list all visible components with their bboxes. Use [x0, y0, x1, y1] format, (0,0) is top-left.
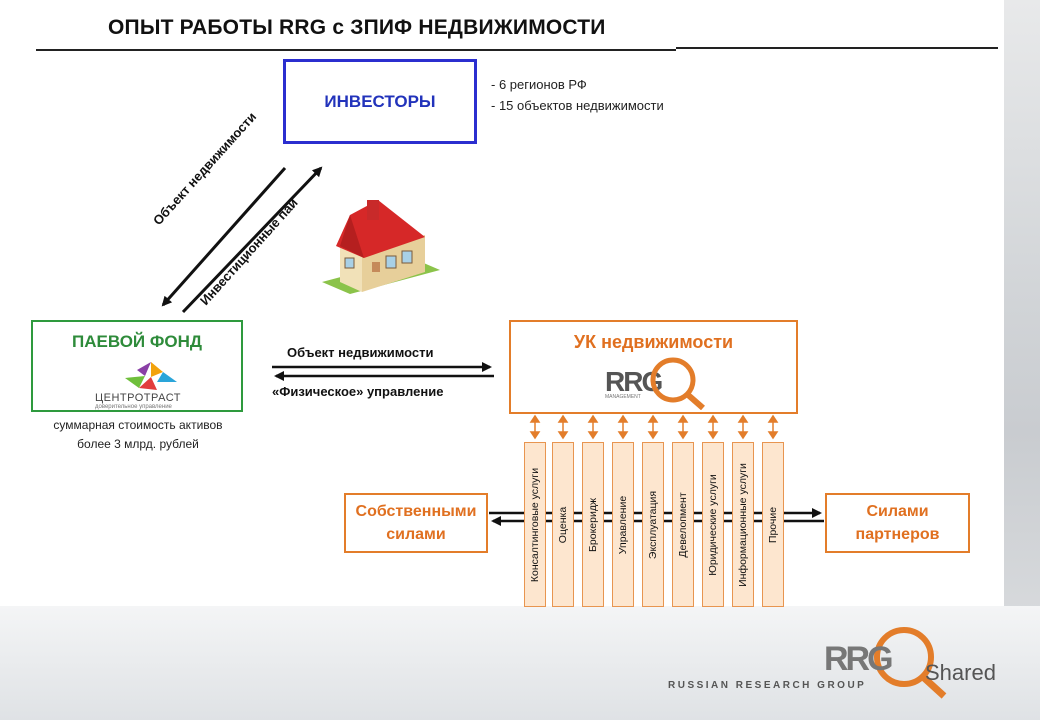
service-information: Информационные услуги — [732, 442, 754, 607]
service-label: Информационные услуги — [737, 462, 749, 587]
title-rule-right — [676, 47, 998, 49]
arrow-object-down — [161, 167, 287, 307]
label-management-left: «Физическое» управление — [272, 384, 444, 399]
service-consulting: Консалтинговые услуги — [524, 442, 546, 607]
connector-arrows — [529, 414, 779, 440]
service-label: Юридические услуги — [707, 473, 719, 576]
uk-rrg-magnifier-icon — [650, 357, 705, 410]
uk-box: УК недвижимости RRG MANAGEMENT — [509, 320, 798, 414]
house-icon — [322, 200, 440, 294]
service-label: Девелопмент — [677, 491, 689, 558]
centrotrust-logo-text: ЦЕНТРОТРАСТ — [95, 392, 182, 404]
service-legal: Юридические услуги — [702, 442, 724, 607]
service-valuation: Оценка — [552, 442, 574, 607]
footer-company: Russian Research Group — [668, 680, 867, 691]
service-label: Управление — [617, 495, 629, 554]
rrg-shared-logo-icon — [874, 627, 947, 699]
service-brokerage: Брокеридж — [582, 442, 604, 607]
uk-label: УК недвижимости — [573, 332, 734, 352]
fund-label: ПАЕВОЙ ФОНД — [72, 332, 202, 351]
service-label: Брокеридж — [587, 497, 599, 552]
investors-notes: - 6 регионов РФ - 15 объектов недвижимос… — [491, 74, 664, 116]
fund-assets-note: суммарная стоимость активов более 3 млрд… — [32, 416, 244, 454]
title-rule — [36, 49, 676, 51]
uk-rrg-logo-sub: MANAGEMENT — [605, 394, 641, 400]
note-objects: - 15 объектов недвижимости — [491, 98, 664, 113]
arrow-shares-up — [181, 166, 323, 314]
fund-box: ПАЕВОЙ ФОНД ЦЕНТРОТРАСТ доверительное уп… — [31, 320, 243, 412]
service-label: Оценка — [557, 506, 569, 543]
footer-shared-text: Shared — [925, 660, 996, 685]
label-object-right: Объект недвижимости — [287, 345, 434, 360]
service-label: Эксплуатация — [647, 490, 659, 559]
fund-assets-line1: суммарная стоимость активов — [53, 418, 223, 432]
service-management: Управление — [612, 442, 634, 607]
service-label: Консалтинговые услуги — [529, 467, 541, 582]
fund-assets-line2: более 3 млрд. рублей — [77, 437, 199, 451]
page-title: ОПЫТ РАБОТЫ RRG с ЗПИФ НЕДВИЖИМОСТИ — [108, 16, 606, 39]
service-operation: Эксплуатация — [642, 442, 664, 607]
investors-box: ИНВЕСТОРЫ — [283, 59, 477, 144]
background-building-bottom — [0, 606, 1040, 720]
investors-label: ИНВЕСТОРЫ — [324, 91, 436, 111]
centrotrust-logo-icon — [125, 362, 177, 390]
background-building-right — [1004, 0, 1040, 720]
centrotrust-logo-sub: доверительное управление — [95, 404, 172, 410]
service-label: Прочие — [767, 506, 779, 543]
service-other: Прочие — [762, 442, 784, 607]
footer-rrg-logo-text: RRG — [824, 640, 894, 678]
note-regions: - 6 регионов РФ — [491, 77, 587, 92]
service-development: Девелопмент — [672, 442, 694, 607]
